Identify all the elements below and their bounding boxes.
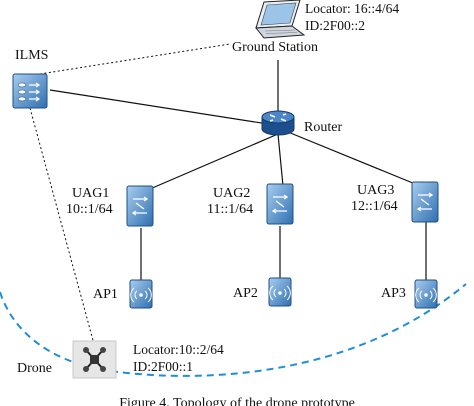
ap2-label: AP2: [233, 286, 258, 301]
drone-icon: [72, 340, 117, 379]
figure-caption: Figure 4. Topology of the drone prototyp…: [119, 396, 355, 406]
uag1-label: UAG1: [72, 186, 110, 201]
ap1-label: AP1: [93, 287, 118, 302]
link-router-uag2: [277, 133, 284, 187]
server-icon: [12, 73, 48, 109]
uag3-label: UAG3: [357, 183, 395, 198]
link-router-uag1: [142, 133, 279, 193]
ap3-label: AP3: [381, 286, 406, 301]
drone-id: ID:2F00::1: [133, 359, 194, 374]
switch-icon: [126, 185, 154, 227]
laptop-icon: [255, 0, 306, 39]
uag3-address: 12::1/64: [351, 199, 398, 214]
dotted-link-ilms-ground-station: [39, 43, 231, 75]
switch-icon: [411, 181, 439, 223]
access-point-icon: [414, 279, 438, 309]
link-ilms-router: [49, 89, 269, 125]
uag2-label: UAG2: [213, 186, 251, 201]
router-label: Router: [304, 120, 343, 135]
drone-label: Drone: [17, 361, 52, 376]
access-point-icon: [268, 277, 292, 307]
link-router-uag3: [287, 131, 426, 189]
router-icon: [261, 110, 295, 136]
network-links: [49, 60, 427, 282]
ground-station-label: Ground Station: [232, 40, 318, 55]
dotted-link-ilms-drone: [29, 107, 95, 345]
ilms-label: ILMS: [15, 48, 49, 63]
ground-station-id: ID:2F00::2: [305, 18, 366, 33]
access-point-icon: [129, 279, 153, 309]
uag2-address: 11::1/64: [207, 202, 254, 217]
switch-icon: [266, 183, 294, 225]
logical-links: [29, 43, 231, 345]
uag1-address: 10::1/64: [66, 202, 113, 217]
drone-locator: Locator:10::2/64: [133, 342, 224, 357]
ground-station-locator: Locator: 16::4/64: [305, 1, 400, 16]
